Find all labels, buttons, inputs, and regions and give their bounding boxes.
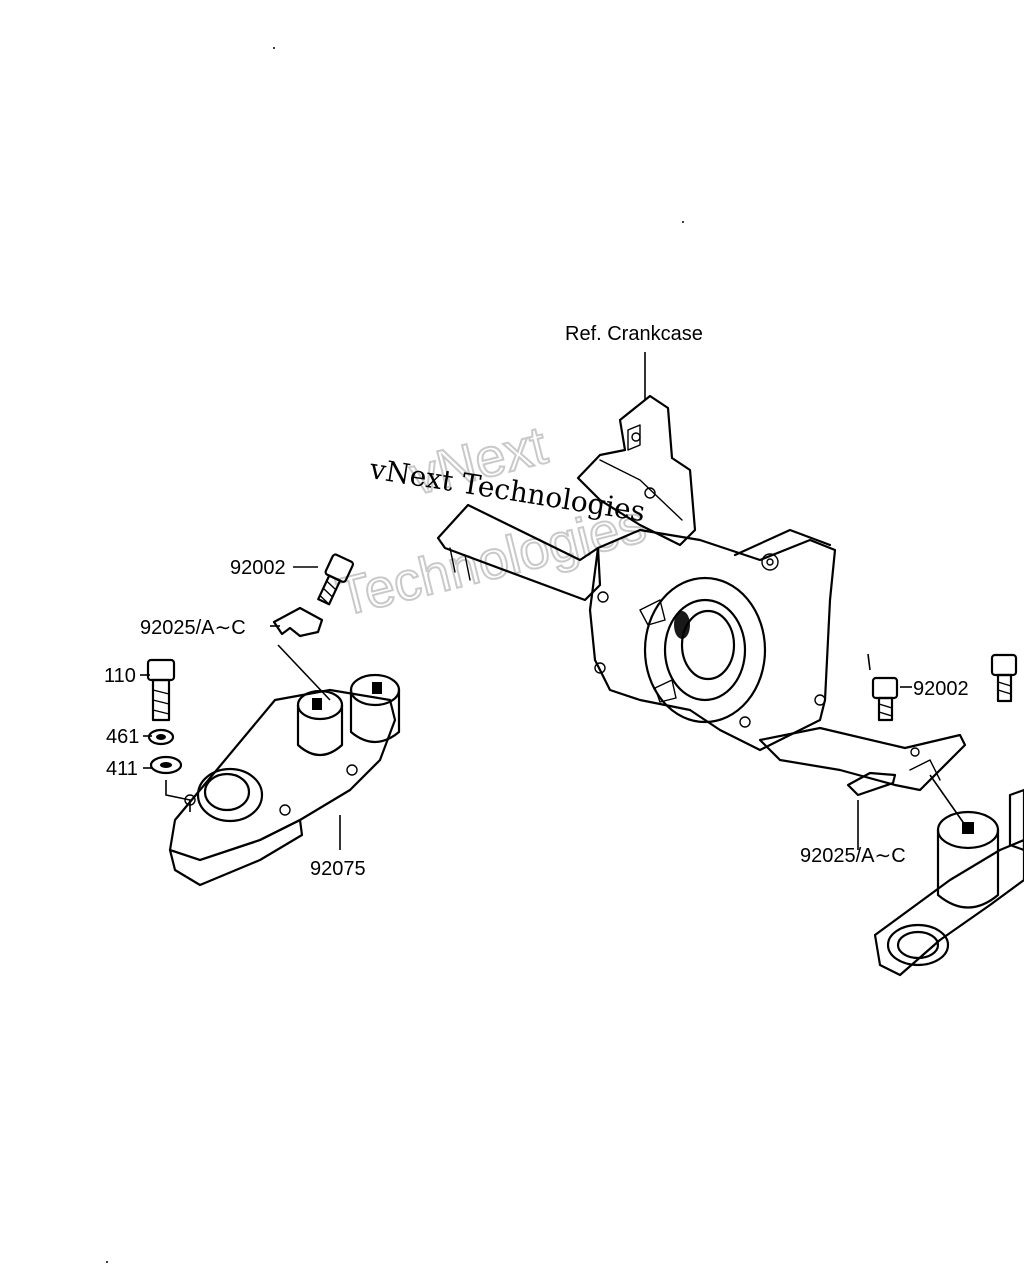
callout-left-461: 461 [106, 726, 139, 748]
callout-left-92075: 92075 [310, 858, 366, 880]
right-mount-assembly [846, 653, 1024, 977]
callout-left-92025: 92025/A∼C [140, 617, 246, 639]
left-mount-assembly [146, 553, 401, 887]
callout-left-92002: 92002 [230, 557, 286, 579]
callout-left-110: 110 [104, 665, 136, 687]
callout-right-92025: 92025/A∼C [800, 845, 906, 867]
left-bolt-92002-drawing [317, 553, 355, 606]
callout-right-92002: 92002 [913, 678, 969, 700]
crankcase-drawing [436, 394, 967, 792]
ref-crankcase-label: Ref. Crankcase [565, 323, 703, 345]
callout-left-411: 411 [106, 758, 138, 780]
